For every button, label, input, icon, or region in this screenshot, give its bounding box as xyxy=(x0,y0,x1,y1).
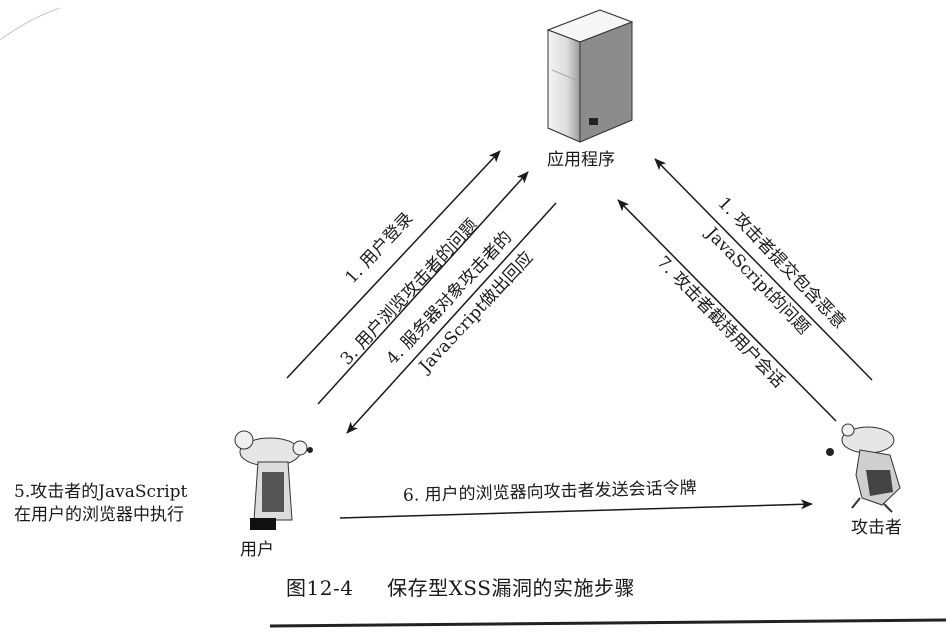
attacker-figure-icon xyxy=(826,423,901,513)
server-icon xyxy=(546,9,634,143)
figure-caption: 图12-4 保存型XSS漏洞的实施步骤 xyxy=(286,572,635,601)
user-label: 用户 xyxy=(240,540,274,560)
user-figure-icon xyxy=(234,430,313,530)
arrow-user-view-question xyxy=(317,171,529,405)
server-label: 应用程序 xyxy=(547,150,615,170)
figure-number: 图12-4 xyxy=(286,576,354,600)
step5-note-line2: 在用户的浏览器中执行 xyxy=(14,505,184,525)
arrow-user-login xyxy=(286,150,501,379)
arrow-attacker-submit xyxy=(654,158,873,381)
arrow-send-token xyxy=(339,499,813,519)
attacker-label: 攻击者 xyxy=(851,518,902,538)
step5-note-line1: 5.攻击者的JavaScript xyxy=(14,482,188,502)
figure-title: 保存型XSS漏洞的实施步骤 xyxy=(387,576,635,600)
scan-mark xyxy=(0,7,61,41)
arrow-server-response xyxy=(346,202,557,434)
page-edge-line xyxy=(269,618,946,628)
arrow-attacker-hijack xyxy=(617,199,837,422)
